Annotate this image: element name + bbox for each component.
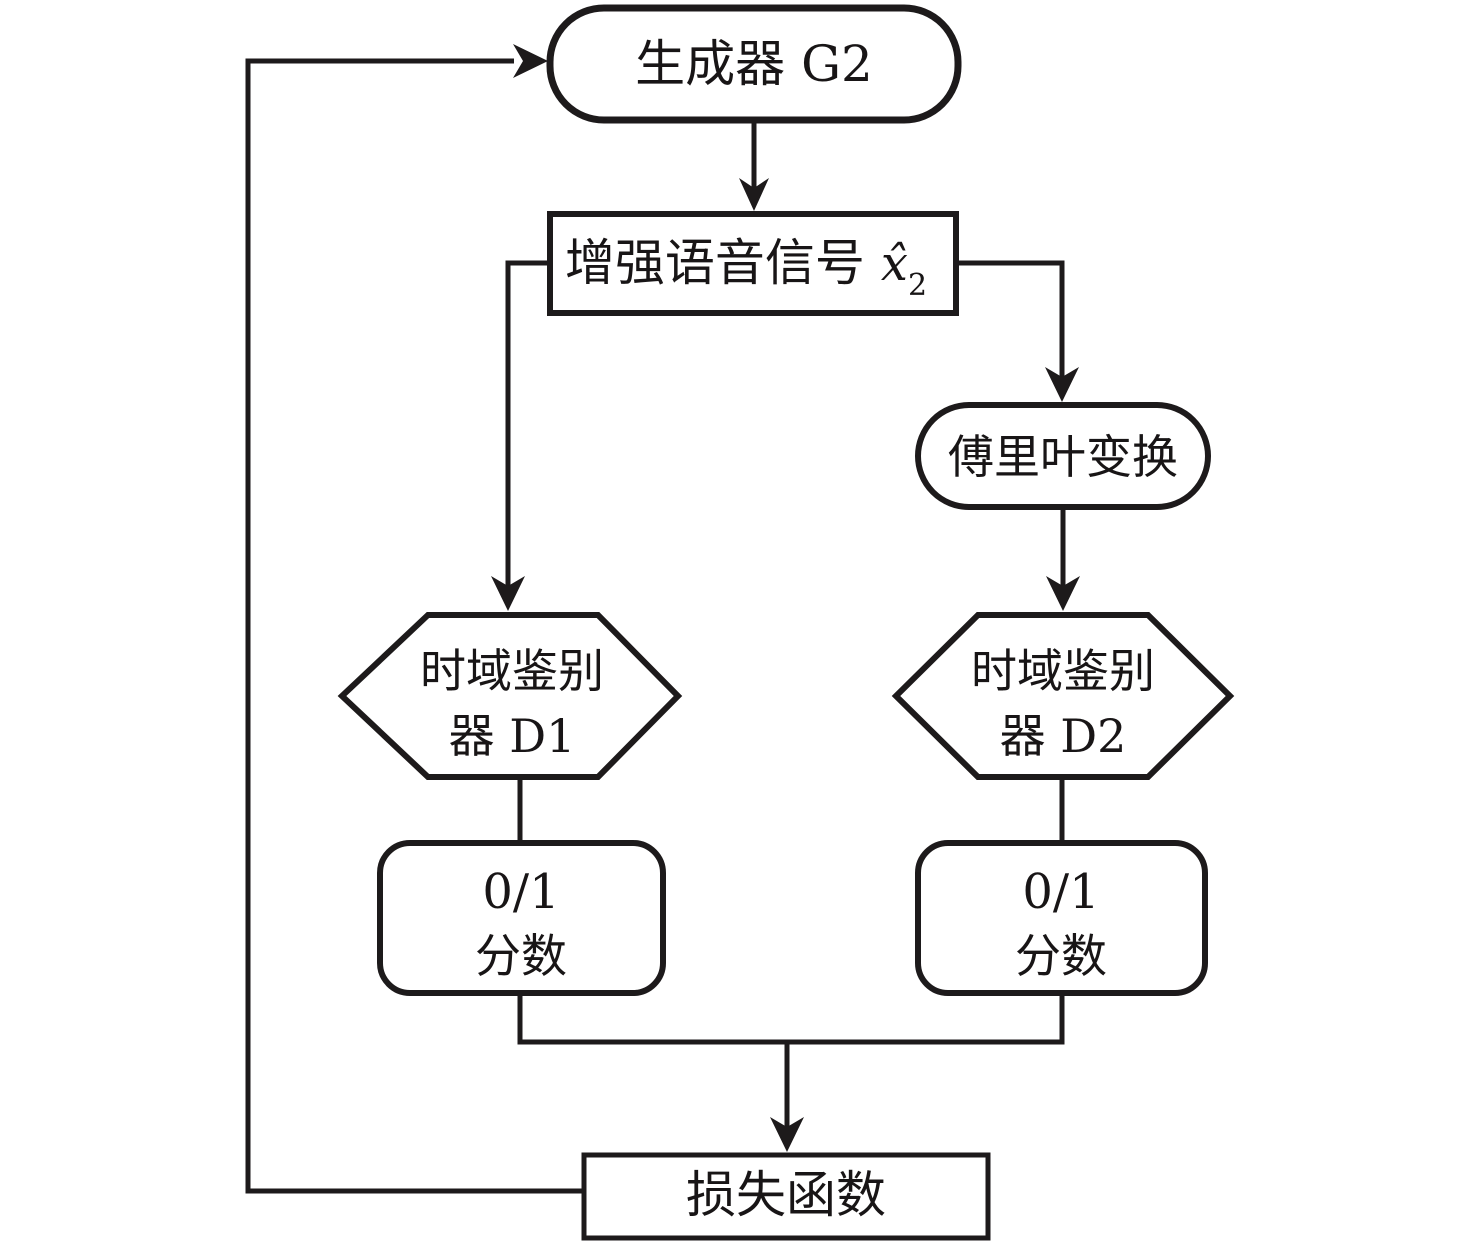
- score-d1-shape: [377, 840, 666, 996]
- score-d2-line2: 分数: [1015, 929, 1107, 983]
- node-discriminator-d2: 时域鉴别 器 D2: [891, 612, 1235, 780]
- enhanced-signal-subscript: 2: [908, 268, 927, 303]
- wire-signal-to-d1: [505, 260, 550, 590]
- arrowhead-into-generator: [513, 44, 548, 78]
- enhanced-signal-shape: [547, 211, 959, 316]
- node-generator: 生成器 G2: [546, 4, 962, 124]
- score-d1-line2: 分数: [475, 929, 567, 983]
- wire-signal-to-fourier: [956, 260, 1065, 381]
- generator-shape: [546, 4, 962, 124]
- score-d2-line1: 0/1: [1022, 864, 1099, 920]
- arrowhead-into-signal: [739, 178, 769, 211]
- fourier-shape: [915, 402, 1211, 510]
- arrowhead-into-fourier: [1045, 367, 1079, 402]
- score-d2-shape: [915, 840, 1208, 996]
- wire-loss-to-generator-feedback: [245, 58, 586, 1194]
- discriminator-d1-line1: 时域鉴别: [420, 644, 604, 698]
- loss-shape: [581, 1152, 991, 1241]
- discriminator-d1-shape: [337, 612, 683, 780]
- node-loss: 损失函数: [581, 1152, 991, 1241]
- discriminator-d2-line1: 时域鉴别: [971, 644, 1155, 698]
- node-discriminator-d1: 时域鉴别 器 D1: [337, 612, 683, 780]
- node-score-d2: 0/1 分数: [915, 840, 1208, 996]
- wire-scores-converge: [517, 992, 1065, 1045]
- node-score-d1: 0/1 分数: [377, 840, 666, 996]
- loss-label: 损失函数: [686, 1166, 886, 1224]
- discriminator-d1-line2: 器 D1: [449, 709, 576, 763]
- discriminator-d2-shape: [891, 612, 1235, 780]
- score-d1-line1: 0/1: [482, 864, 559, 920]
- arrowhead-into-loss: [770, 1117, 804, 1152]
- arrowhead-into-d1: [491, 576, 525, 611]
- generator-label: 生成器 G2: [635, 35, 873, 93]
- fourier-label: 傅里叶变换: [948, 430, 1178, 484]
- arrowhead-into-d2: [1046, 576, 1080, 611]
- discriminator-d2-line2: 器 D2: [1000, 709, 1127, 763]
- node-fourier: 傅里叶变换: [915, 402, 1211, 510]
- enhanced-signal-variable: x̂: [881, 236, 908, 292]
